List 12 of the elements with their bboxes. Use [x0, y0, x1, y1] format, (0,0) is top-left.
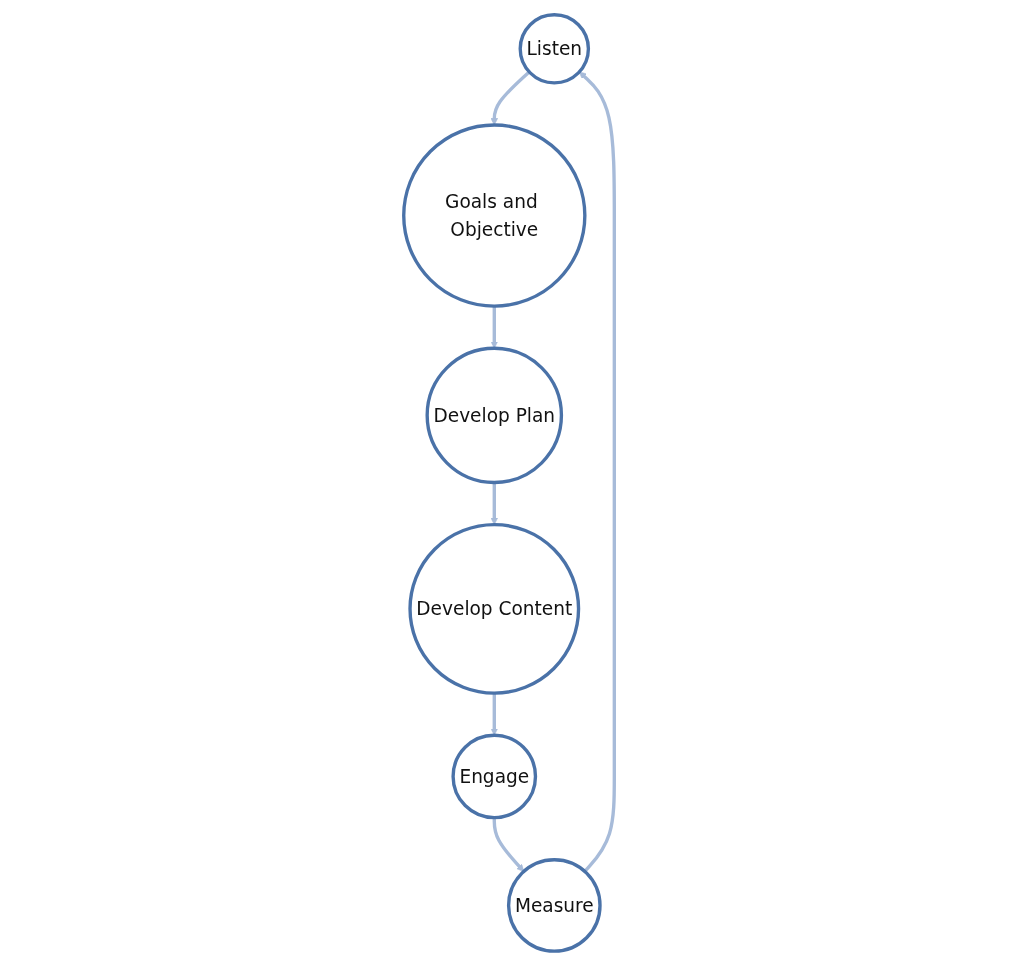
arrow — [579, 71, 617, 873]
node-circle: Engage — [451, 733, 538, 819]
arrow — [491, 692, 499, 736]
node-circle: Listen — [519, 12, 591, 85]
arrow — [491, 482, 499, 525]
node-circle: Develop Content — [408, 522, 581, 695]
arrow — [491, 70, 531, 125]
node-circle: Develop Plan — [425, 346, 564, 484]
arrow — [491, 305, 499, 349]
node-circle: Measure — [507, 857, 603, 953]
node-circle: Goals and Objective — [402, 122, 587, 308]
arrow — [493, 817, 525, 872]
